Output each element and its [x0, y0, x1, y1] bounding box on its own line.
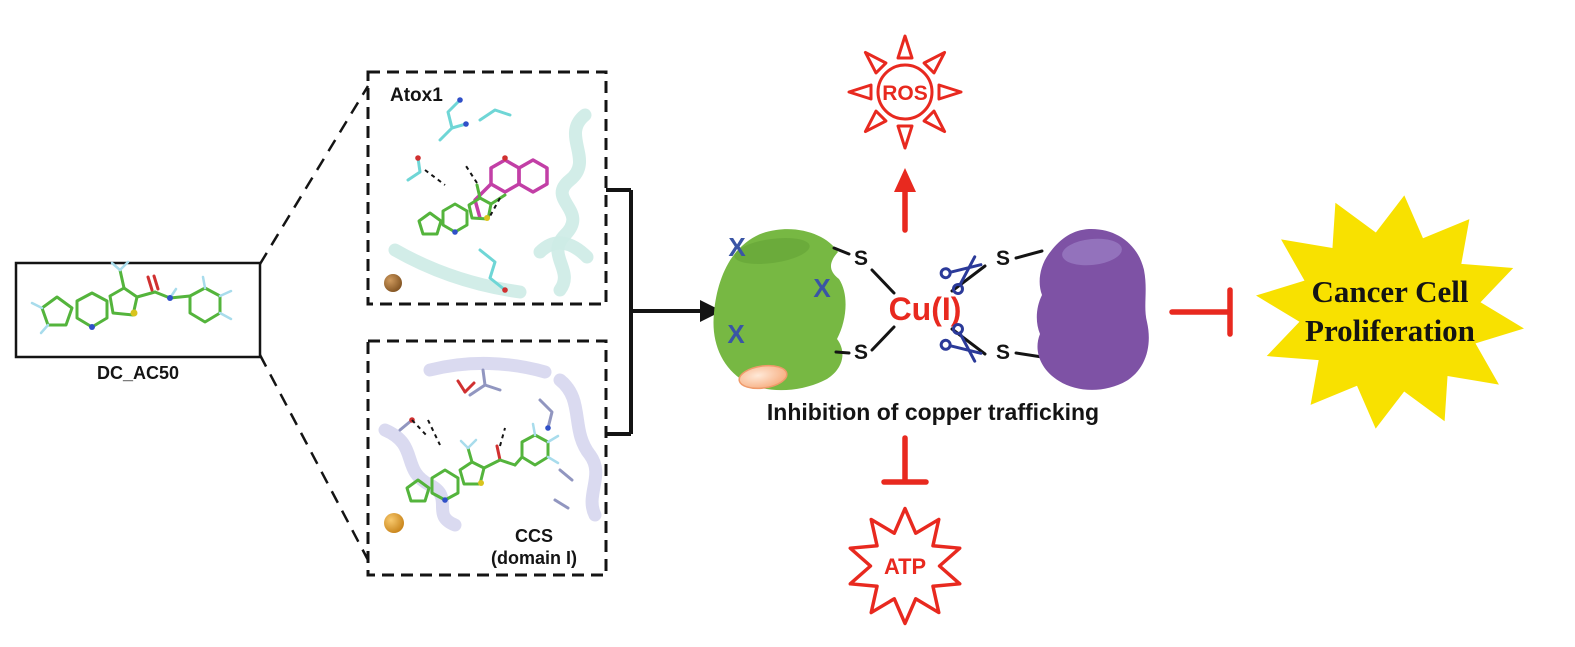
s-right-top: S: [996, 247, 1010, 270]
ccs-panel: CCS (domain I): [366, 339, 608, 577]
sulfur-atom: [130, 309, 138, 317]
outcome-branch: Cancer Cell Proliferation: [1169, 195, 1524, 429]
purple-protein-blob: [1036, 228, 1149, 390]
outcome-star: [1256, 195, 1524, 429]
ccs-ligand-green: [405, 422, 560, 503]
ros-burst: ROS: [847, 34, 963, 150]
flow-arrowhead: [700, 300, 722, 322]
outcome-label-line2: Proliferation: [1305, 313, 1475, 348]
bond-blob-s-bottom: [834, 350, 851, 355]
copper-complex: X X X S S Cu(I) S S Inhibition of copper…: [713, 228, 1149, 425]
outcome-label-line1: Cancer Cell: [1312, 274, 1469, 309]
ccs-label: CCS: [515, 526, 553, 546]
atox1-ligand-green: [417, 183, 507, 236]
purple-blob-shading: [1062, 238, 1122, 266]
binding-site-highlight: [738, 364, 788, 390]
nitrogen-atom: [167, 295, 173, 301]
nitrogen-atom: [89, 324, 95, 330]
substituent-x-left: X: [727, 319, 745, 349]
compound-box: [14, 261, 262, 359]
atox1-label: Atox1: [390, 85, 443, 106]
bond-s-cu-bottom: [870, 325, 896, 352]
s-right-bottom: S: [996, 341, 1010, 364]
ccs-structure: [378, 356, 603, 533]
copper-ion: [384, 274, 402, 292]
atox1-structure: [384, 97, 594, 299]
s-left-top: S: [854, 247, 868, 270]
dashed-connector-bottom: [258, 354, 370, 561]
dc-ac50-molecule: [30, 260, 233, 335]
bond-s-cu-top: [870, 268, 896, 295]
ros-label: ROS: [882, 82, 928, 105]
compound-label: DC_AC50: [97, 363, 179, 383]
merge-bracket: [606, 188, 722, 436]
ros-arrowhead: [894, 168, 916, 192]
atp-label: ATP: [884, 554, 926, 579]
atp-branch: ATP: [848, 435, 962, 626]
atox1-panel: Atox1: [366, 70, 608, 306]
cu-label: Cu(I): [889, 291, 962, 327]
bond-cu-s-top-cut: [950, 264, 987, 293]
substituent-x-right: X: [813, 273, 831, 303]
ros-branch: ROS: [847, 34, 963, 233]
s-left-bottom: S: [854, 341, 868, 364]
bond-s-purple-bottom: [1014, 351, 1044, 359]
scissors-icon: [937, 247, 989, 297]
ccs-sublabel: (domain I): [491, 548, 577, 568]
bond-s-purple-top: [1014, 249, 1044, 260]
substituent-x-top: X: [728, 232, 746, 262]
metal-ion: [384, 513, 404, 533]
ccs-box: [366, 339, 608, 577]
green-protein-blob: [713, 229, 846, 391]
compound-panel: DC_AC50: [14, 260, 262, 383]
scissors-icon: [937, 321, 989, 371]
atox1-ligand-magenta: [473, 155, 549, 220]
atp-burst: ATP: [848, 506, 962, 626]
bond-blob-s-top: [832, 246, 851, 256]
green-blob-shading: [734, 237, 810, 265]
dashed-connector-top: [258, 85, 370, 265]
complex-caption: Inhibition of copper trafficking: [767, 399, 1099, 425]
